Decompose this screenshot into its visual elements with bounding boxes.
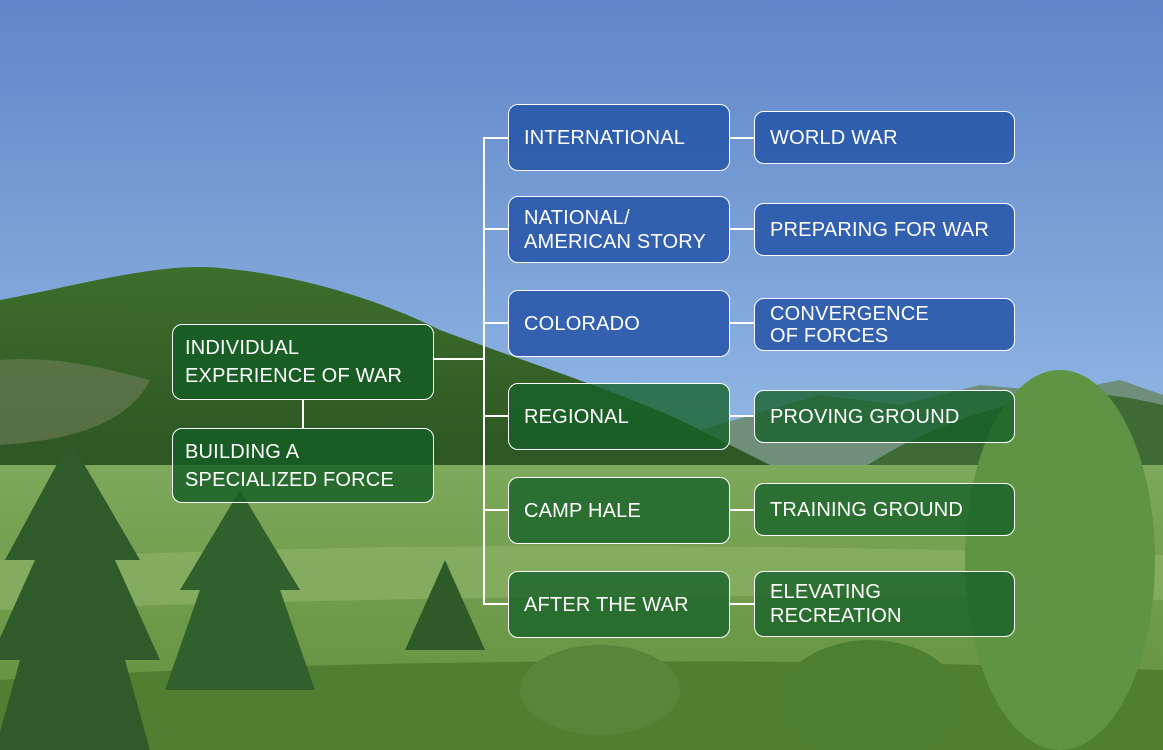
connector-pair-2 <box>729 228 755 230</box>
box-international-label: INTERNATIONAL <box>524 126 686 149</box>
box-world-war: WORLD WAR <box>754 111 1015 164</box>
box-national-american-story: NATIONAL/ AMERICAN STORY <box>508 196 730 263</box>
box-proving-ground: PROVING GROUND <box>754 390 1015 443</box>
connector-pair-5 <box>729 509 755 511</box>
box-regional: REGIONAL <box>508 383 730 450</box>
bush-right <box>780 640 960 750</box>
box-convergence-of-forces-label: CONVERGENCE OF FORCES <box>770 302 929 347</box>
box-convergence-of-forces: CONVERGENCE OF FORCES <box>754 298 1015 351</box>
connector-branch-6 <box>483 603 509 605</box>
connector-pair-4 <box>729 415 755 417</box>
connector-branch-1 <box>483 137 509 139</box>
box-training-ground-label: TRAINING GROUND <box>770 498 963 521</box>
connector-branch-4 <box>483 415 509 417</box>
box-after-the-war-label: AFTER THE WAR <box>524 593 689 616</box>
connector-trunk <box>483 137 485 605</box>
box-preparing-for-war: PREPARING FOR WAR <box>754 203 1015 256</box>
hill-rocky-patch <box>0 359 150 445</box>
box-proving-ground-label: PROVING GROUND <box>770 405 960 428</box>
box-preparing-for-war-label: PREPARING FOR WAR <box>770 218 989 241</box>
connector-pair-3 <box>729 322 755 324</box>
connector-pair-6 <box>729 603 755 605</box>
connector-left-to-trunk <box>433 358 485 360</box>
box-national-american-story-label: NATIONAL/ AMERICAN STORY <box>524 206 707 253</box>
tree-small <box>405 560 485 650</box>
connector-pair-1 <box>729 137 755 139</box>
bush-mid <box>520 645 680 735</box>
connector-branch-3 <box>483 322 509 324</box>
tree-right <box>965 370 1155 750</box>
box-building-force-label: BUILDING A SPECIALIZED FORCE <box>185 440 394 491</box>
tree-center-left <box>165 490 315 690</box>
box-regional-label: REGIONAL <box>524 405 629 428</box>
box-colorado-label: COLORADO <box>524 312 641 335</box>
box-building-force: BUILDING A SPECIALIZED FORCE <box>172 428 434 503</box>
box-after-the-war: AFTER THE WAR <box>508 571 730 638</box>
box-world-war-label: WORLD WAR <box>770 126 898 149</box>
connector-branch-5 <box>483 509 509 511</box>
box-training-ground: TRAINING GROUND <box>754 483 1015 536</box>
connector-branch-2 <box>483 228 509 230</box>
box-camp-hale-label: CAMP HALE <box>524 499 642 522</box>
box-elevating-recreation-label: ELEVATING RECREATION <box>770 581 902 627</box>
box-individual-experience: INDIVIDUAL EXPERIENCE OF WAR <box>172 324 434 400</box>
box-international: INTERNATIONAL <box>508 104 730 171</box>
box-camp-hale: CAMP HALE <box>508 477 730 544</box>
connector-left-vertical <box>302 399 304 429</box>
tree-left <box>0 440 160 750</box>
box-individual-experience-label: INDIVIDUAL EXPERIENCE OF WAR <box>185 337 403 387</box>
box-colorado: COLORADO <box>508 290 730 357</box>
box-elevating-recreation: ELEVATING RECREATION <box>754 571 1015 637</box>
